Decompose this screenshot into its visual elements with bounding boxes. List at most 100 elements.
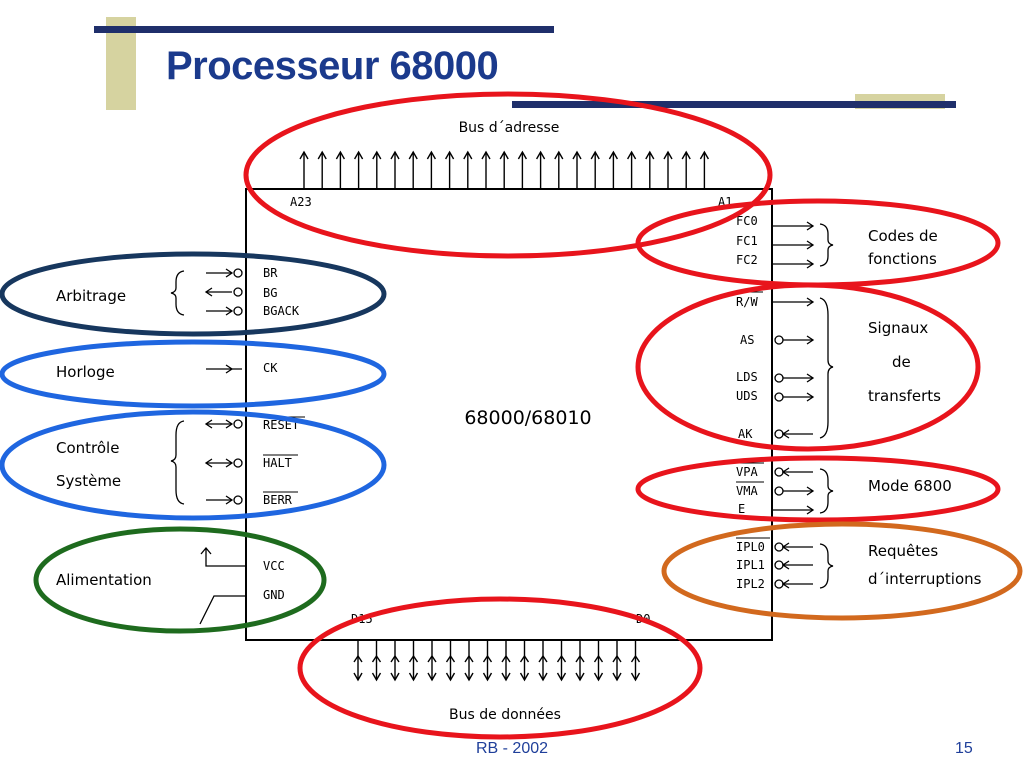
data-bus-label: Bus de données <box>449 707 561 723</box>
pin-vma: VMA <box>736 484 758 498</box>
horloge-label: Horloge <box>56 363 115 381</box>
address-line-arrow <box>444 150 455 188</box>
data-line-arrow <box>427 641 437 682</box>
arbitration-highlight <box>0 251 387 337</box>
address-line-arrow <box>390 150 400 188</box>
data-line-arrow <box>464 641 474 682</box>
address-line-arrow <box>408 150 418 188</box>
pin-bgack: BGACK <box>263 304 300 318</box>
pin-lds: LDS <box>736 370 758 384</box>
address-line-arrow <box>481 150 491 188</box>
data-line-arrow <box>482 641 493 682</box>
pin-uds: UDS <box>736 389 758 403</box>
address-line-arrow <box>335 150 346 188</box>
highlight-ellipses <box>0 91 1023 740</box>
pin-rw: R/W <box>736 295 758 309</box>
data-line-arrow <box>575 641 585 682</box>
page-number: 15 <box>955 740 973 757</box>
control-pin-arrows <box>170 419 243 505</box>
signaux-label: Signaux <box>868 319 928 337</box>
address-line-arrow <box>499 150 509 188</box>
transfer-signals-highlight <box>635 282 981 452</box>
address-line-arrow <box>645 150 655 188</box>
address-line-arrow <box>608 150 619 188</box>
address-bus-arrows <box>299 150 710 188</box>
pin-bg: BG <box>263 286 277 300</box>
systeme-label: Système <box>56 472 121 490</box>
data-line-arrow <box>390 641 400 682</box>
pin-ipl1: IPL1 <box>736 558 765 572</box>
address-line-arrow <box>317 150 327 188</box>
data-line-arrow <box>408 641 419 682</box>
pin-berr: BERR <box>263 493 293 507</box>
pin-as: AS <box>740 333 754 347</box>
interrupts-highlight <box>661 521 1023 621</box>
arbitrage-label: Arbitrage <box>56 287 126 305</box>
slide-footer: RB - 2002 <box>475 740 549 757</box>
transferts-label: transferts <box>868 387 941 405</box>
interrupt-pin-arrows <box>774 542 834 589</box>
address-msb-label: A23 <box>290 195 312 209</box>
transfer-pin-arrows <box>772 297 834 439</box>
address-line-arrow <box>663 150 673 188</box>
address-line-arrow <box>535 150 546 188</box>
address-line-arrow <box>463 150 473 188</box>
data-line-arrow <box>612 641 622 682</box>
interruptions-label: d´interruptions <box>868 570 982 588</box>
address-line-arrow <box>517 150 528 188</box>
arbitrage-pin-arrows <box>170 268 243 316</box>
data-line-arrow <box>371 641 382 682</box>
data-bus-highlight <box>297 596 703 740</box>
alimentation-label: Alimentation <box>56 571 152 589</box>
address-line-arrow <box>299 150 309 188</box>
controle-label: Contrôle <box>56 439 119 457</box>
power-pin-symbols <box>199 546 246 625</box>
data-bus-arrows <box>353 641 641 682</box>
address-line-arrow <box>626 150 637 188</box>
pin-fc2: FC2 <box>736 253 758 267</box>
pin-br: BR <box>263 266 278 280</box>
system-control-highlight <box>0 409 387 521</box>
address-bus-label: Bus d´adresse <box>459 120 560 136</box>
data-line-arrow <box>501 641 511 682</box>
function-codes-highlight <box>635 198 1001 288</box>
address-line-arrow <box>372 150 382 188</box>
codes-label: Codes de <box>868 227 938 245</box>
chip-label: 68000/68010 <box>464 407 591 429</box>
pin-ak: AK <box>738 427 753 441</box>
data-line-arrow <box>630 641 641 682</box>
address-bus-highlight <box>243 91 773 259</box>
mode-6800-label: Mode 6800 <box>868 477 952 495</box>
mode-6800-highlight <box>635 455 1001 523</box>
pin-ck: CK <box>263 361 278 375</box>
mode6800-pin-arrows <box>772 467 834 515</box>
pin-fc0: FC0 <box>736 214 758 228</box>
pin-ipl0: IPL0 <box>736 540 765 554</box>
de-label: de <box>892 353 911 371</box>
requetes-label: Requêtes <box>868 542 938 560</box>
clock-highlight <box>0 339 387 409</box>
address-line-arrow <box>681 150 691 188</box>
clock-pin-arrow <box>206 364 242 374</box>
pin-gnd: GND <box>263 588 285 602</box>
slide-title: Processeur 68000 <box>166 44 499 88</box>
fonctions-label: fonctions <box>868 250 937 268</box>
pin-vcc: VCC <box>263 559 285 573</box>
data-line-arrow <box>538 641 548 682</box>
address-line-arrow <box>572 150 582 188</box>
title-bar-top <box>94 26 554 33</box>
fc-pin-arrows <box>772 221 834 269</box>
data-line-arrow <box>519 641 530 682</box>
data-line-arrow <box>556 641 567 682</box>
title-bar-bottom <box>512 101 956 108</box>
address-line-arrow <box>426 150 437 188</box>
pin-halt: HALT <box>263 456 292 470</box>
address-line-arrow <box>353 150 364 188</box>
pin-ipl2: IPL2 <box>736 577 765 591</box>
pin-vpa: VPA <box>736 465 758 479</box>
data-line-arrow <box>593 641 604 682</box>
address-line-arrow <box>590 150 600 188</box>
address-line-arrow <box>699 150 710 188</box>
power-highlight <box>33 526 327 634</box>
